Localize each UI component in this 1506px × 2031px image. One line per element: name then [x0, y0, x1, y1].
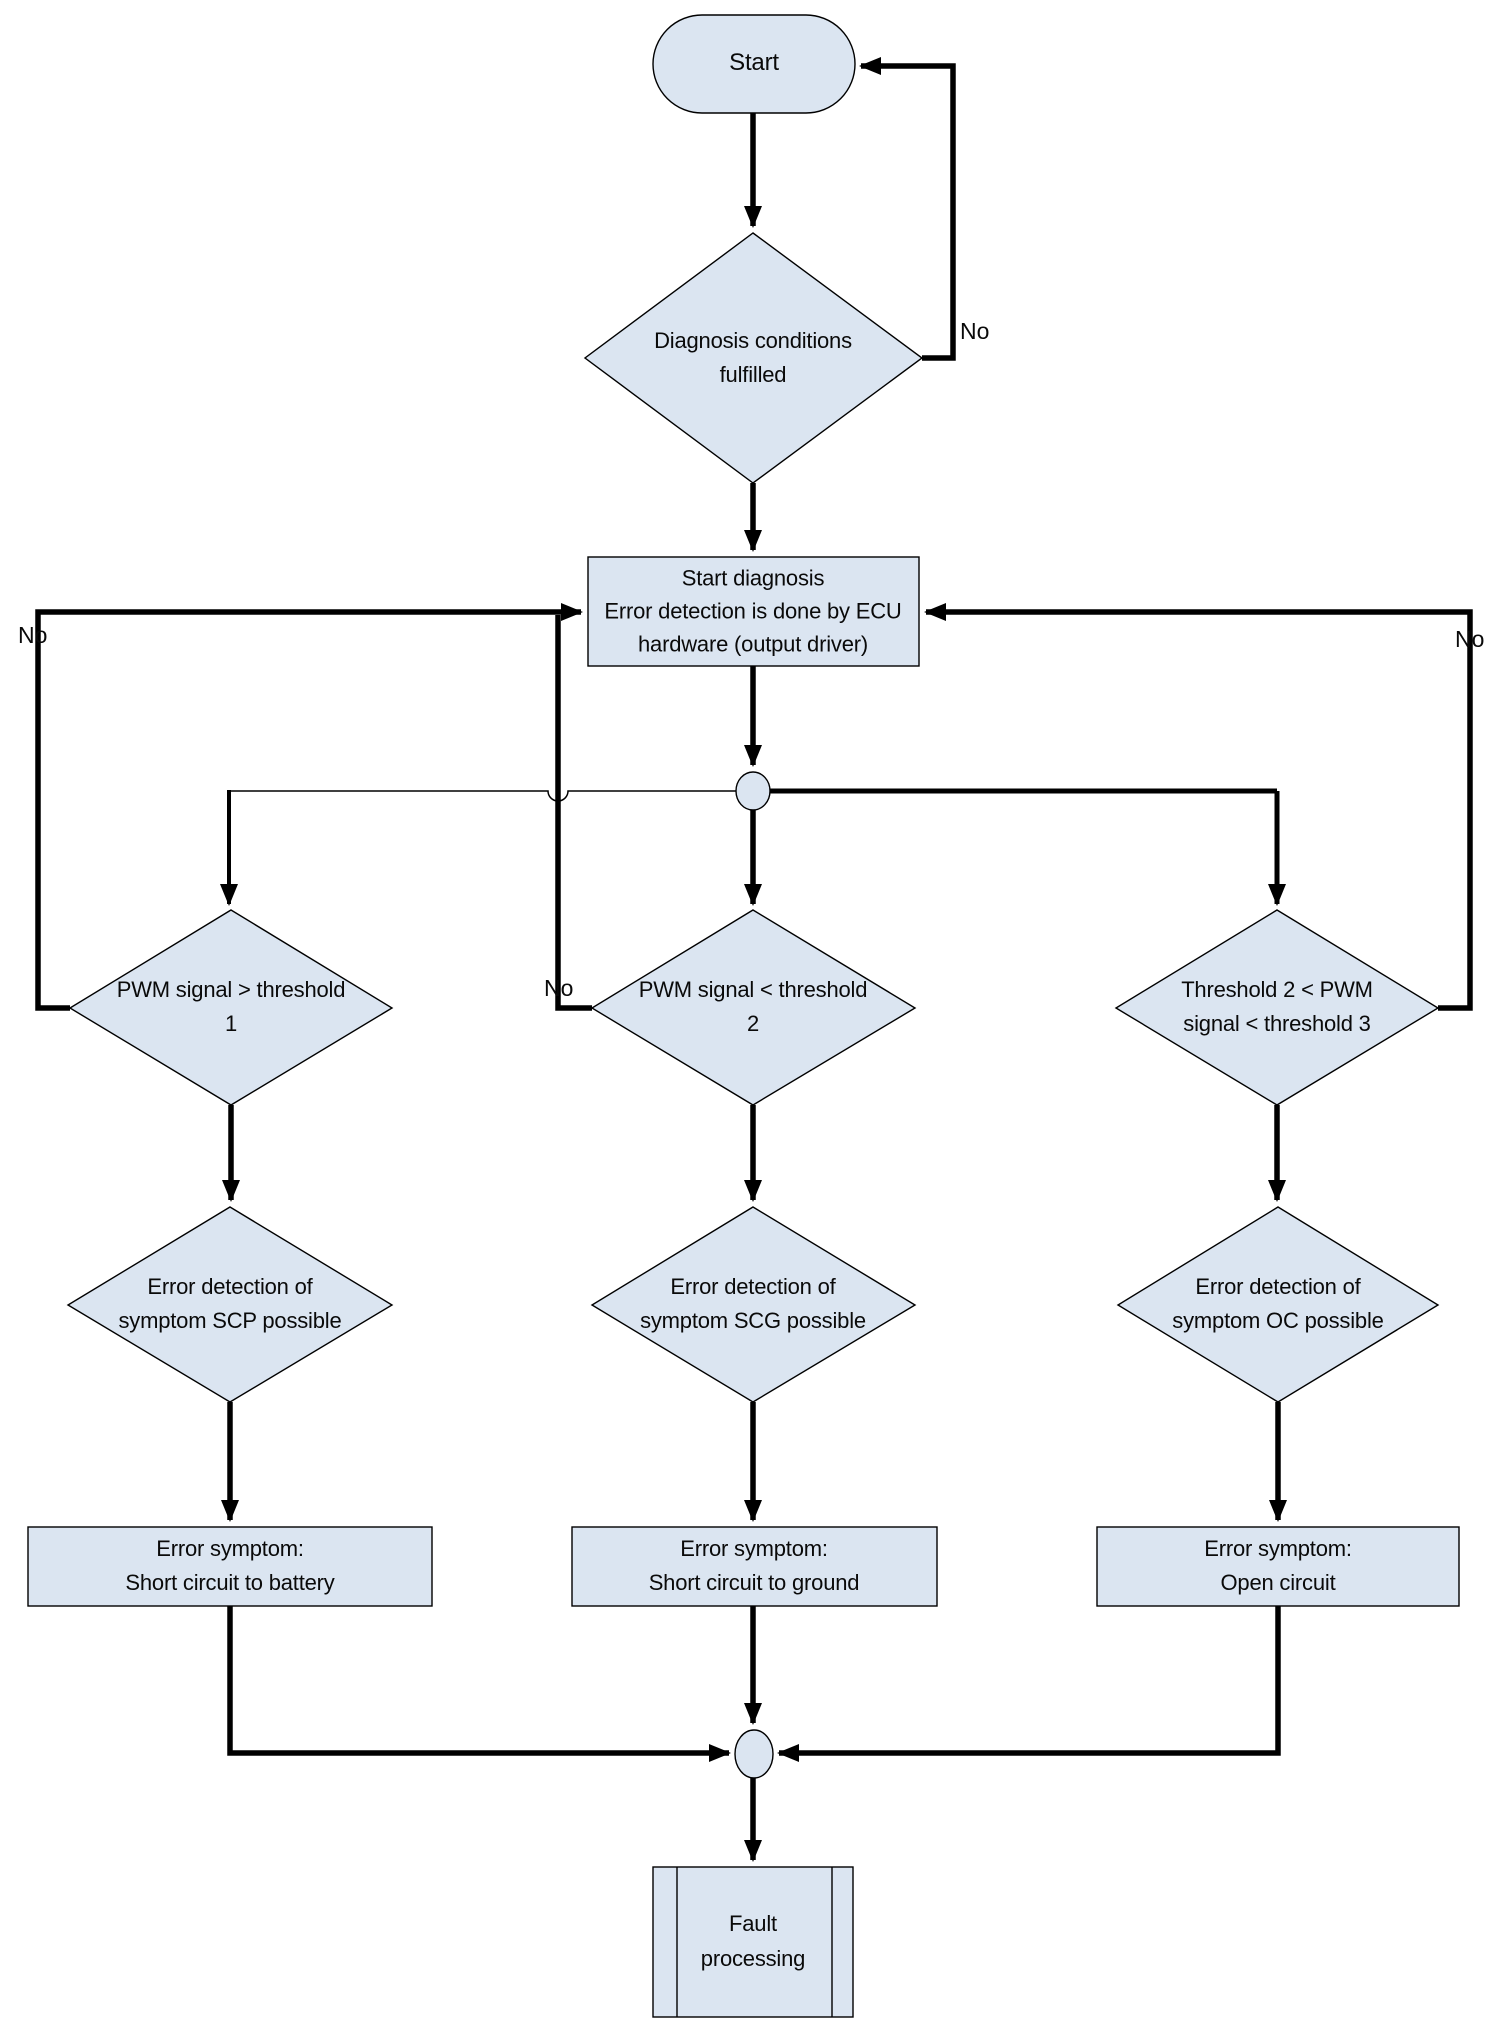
start-label: Start [729, 49, 779, 76]
edge-junction-to-left-horizontal [229, 790, 736, 802]
symptom-ground-line1: Error symptom: [680, 1536, 828, 1561]
diagnosis-conditions-line2: fulfilled [719, 362, 787, 387]
scg-possible-line1: Error detection of [670, 1274, 836, 1299]
edge-open-to-merge [777, 1606, 1281, 1762]
pwm-gt-threshold1-line1: PWM signal > threshold [116, 977, 346, 1002]
junction-merge-circle [734, 1729, 774, 1779]
diagnosis-conditions-line1: Diagnosis conditions [654, 328, 852, 353]
decision-oc-possible-shape [1116, 1206, 1440, 1403]
scp-possible-label: Error detection of symptom SCP possible [118, 1270, 341, 1338]
start-diagnosis-label: Start diagnosis Error detection is done … [604, 562, 901, 661]
pwm-gt-threshold1-line2: 1 [224, 1011, 238, 1036]
threshold2-pwm-threshold3-line2: signal < threshold 3 [1183, 1011, 1371, 1036]
edge-no-diagnosis-to-start [859, 57, 956, 361]
junction-split-circle [735, 771, 771, 811]
decision-pwm-lt-threshold2-shape [590, 909, 917, 1106]
decision-diagnosis-conditions-shape [583, 232, 924, 484]
start-diagnosis-line2: Error detection is done by ECU [604, 598, 902, 624]
start-diagnosis-line1: Start diagnosis [681, 565, 825, 591]
process-symptom-battery-shape [27, 1526, 433, 1607]
threshold2-pwm-threshold3-label: Threshold 2 < PWM signal < threshold 3 [1181, 973, 1373, 1041]
symptom-open-line1: Error symptom: [1204, 1536, 1352, 1561]
diagnosis-conditions-label: Diagnosis conditions fulfilled [654, 324, 852, 392]
decision-pwm-gt-threshold1-shape [68, 909, 394, 1106]
scg-possible-label: Error detection of symptom SCG possible [640, 1270, 866, 1338]
no-label-top: No [960, 318, 990, 344]
pwm-lt-threshold2-line1: PWM signal < threshold [638, 977, 868, 1002]
start-terminator-shape [652, 14, 856, 114]
oc-possible-label: Error detection of symptom OC possible [1172, 1270, 1384, 1338]
fault-processing-line1: Fault [729, 1911, 777, 1936]
scp-possible-line2: symptom SCP possible [118, 1308, 342, 1333]
symptom-battery-line1: Error symptom: [156, 1536, 304, 1561]
pwm-lt-threshold2-label: PWM signal < threshold 2 [639, 973, 868, 1041]
symptom-open-label: Error symptom: Open circuit [1204, 1532, 1352, 1600]
symptom-ground-line2: Short circuit to ground [648, 1570, 860, 1595]
decision-scg-possible-shape [590, 1206, 917, 1403]
symptom-open-line2: Open circuit [1220, 1570, 1336, 1595]
oc-possible-line1: Error detection of [1195, 1274, 1361, 1299]
process-symptom-open-shape [1096, 1526, 1460, 1607]
symptom-battery-label: Error symptom: Short circuit to battery [125, 1532, 334, 1600]
symptom-battery-line2: Short circuit to battery [125, 1570, 335, 1595]
start-diagnosis-line3: hardware (output driver) [638, 631, 868, 657]
decision-threshold2-pwm-threshold3-shape [1114, 909, 1440, 1106]
no-label-left: No [18, 622, 48, 648]
pwm-gt-threshold1-label: PWM signal > threshold 1 [117, 973, 346, 1041]
scg-possible-line2: symptom SCG possible [640, 1308, 866, 1333]
edge-battery-to-merge [227, 1606, 731, 1762]
process-symptom-ground-shape [571, 1526, 938, 1607]
no-label-middle: No [544, 975, 574, 1001]
pwm-lt-threshold2-line2: 2 [746, 1011, 760, 1036]
oc-possible-line2: symptom OC possible [1172, 1308, 1384, 1333]
process-start-diagnosis-shape [587, 556, 920, 667]
scp-possible-line1: Error detection of [147, 1274, 313, 1299]
edge-no-middle-to-startdiagnosis [555, 615, 592, 1011]
symptom-ground-label: Error symptom: Short circuit to ground [649, 1532, 860, 1600]
no-label-right: No [1455, 626, 1485, 652]
decision-scp-possible-shape [66, 1206, 394, 1403]
fault-processing-label: Fault processing [700, 1906, 806, 1976]
fault-processing-line2: processing [700, 1946, 806, 1971]
predefined-process-fault-shape [652, 1866, 854, 2018]
threshold2-pwm-threshold3-line1: Threshold 2 < PWM [1181, 977, 1373, 1002]
edge-no-left-to-startdiagnosis [35, 603, 583, 1011]
edge-no-right-to-startdiagnosis [924, 603, 1473, 1011]
